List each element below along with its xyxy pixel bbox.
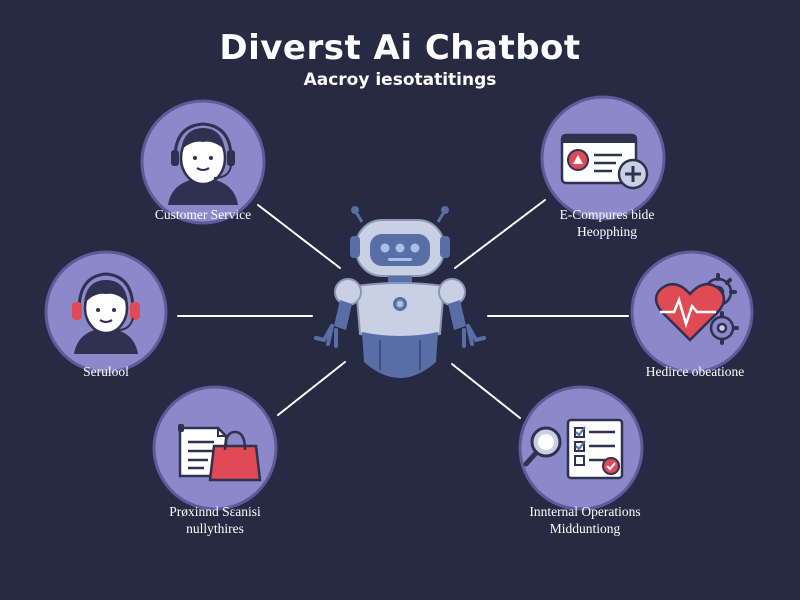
node-serulool [44, 250, 168, 374]
heart-gears-icon [654, 273, 739, 345]
connectors [177, 199, 629, 419]
label-shopping-line2: nullythires [186, 521, 244, 536]
label-customer-service: Customer Service [154, 207, 252, 222]
connector-internal-ops [451, 363, 521, 419]
label-serulool: Serulool [83, 364, 129, 379]
diagram-title: Diverst Ai Chatbot [219, 28, 581, 68]
label-internal-ops-line2: Midduntiong [549, 521, 621, 536]
web-window-add-icon [560, 133, 649, 190]
label-healthcare: Hedirce obeatione [645, 364, 745, 379]
robot-icon [314, 206, 486, 378]
node-shopping [152, 385, 278, 511]
headset-person-icon [72, 272, 140, 354]
document-shopping-bag-icon [178, 424, 262, 482]
connector-customer-service [257, 204, 341, 269]
label-ecommerce-line2: Heopphing [577, 224, 637, 239]
connector-shopping [277, 361, 346, 416]
label-ecommerce-line1: E-Compures bide [559, 207, 655, 222]
node-ecommerce [540, 95, 666, 221]
node-healthcare [630, 250, 754, 374]
label-shopping-line1: Prøxinnd Sεanisi [169, 504, 261, 519]
node-customer-service [140, 99, 266, 225]
label-ecommerce: E-Compures bide Heopphing [507, 206, 707, 240]
magnifier-checklist-icon [523, 418, 624, 480]
node-internal-ops [518, 385, 644, 511]
label-internal-ops-line1: Innternal Operations [529, 504, 641, 519]
label-shopping: Prøxinnd Sεanisi nullythires [115, 503, 315, 537]
diagram-subtitle: Aacroy iesotatitings [303, 70, 497, 90]
connector-ecommerce [454, 199, 546, 269]
label-internal-ops: Innternal Operations Midduntiong [475, 503, 695, 537]
headset-agent-icon [168, 122, 238, 205]
